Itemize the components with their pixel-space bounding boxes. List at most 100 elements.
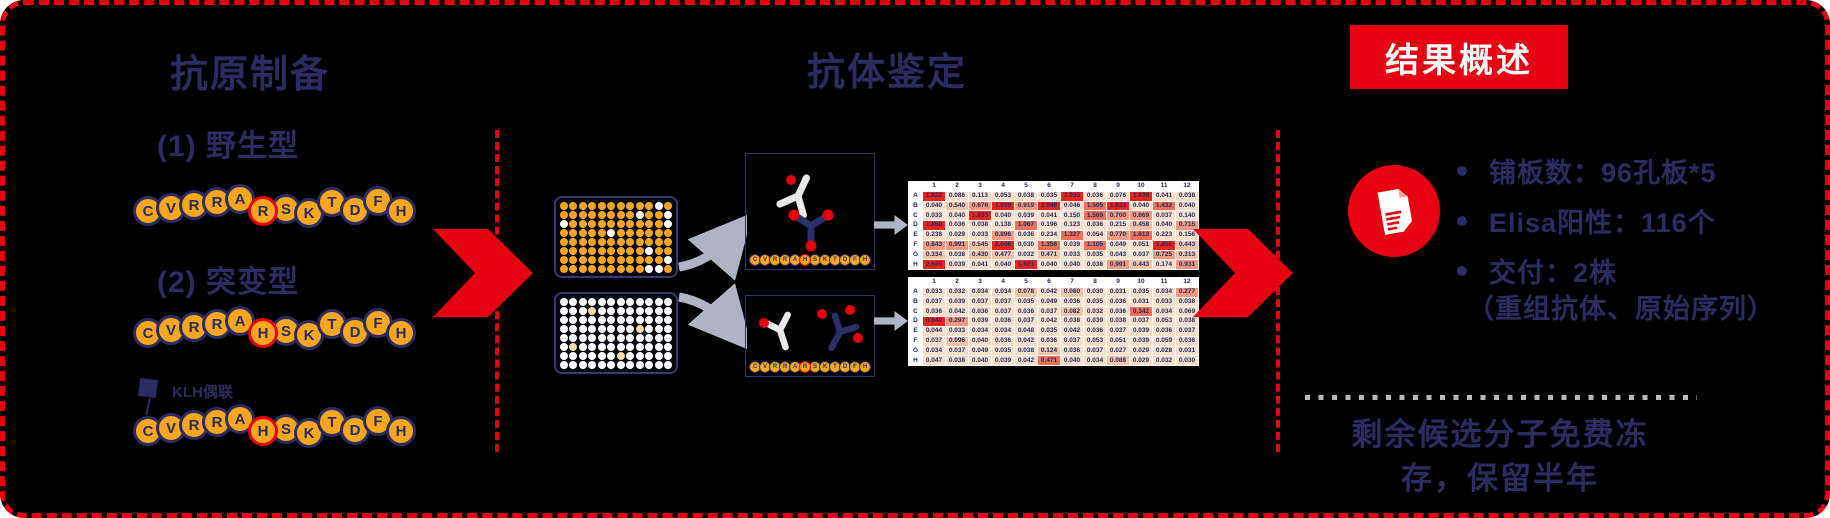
- plate-well: [588, 246, 597, 255]
- od-value-cell: 1.356: [1037, 239, 1061, 251]
- elisa-plate-negative: [554, 292, 678, 374]
- od-value-cell: 2.048: [1037, 200, 1061, 212]
- od-value-cell: 0.991: [1106, 259, 1130, 271]
- plate-well: [626, 201, 635, 210]
- od-value-cell: 0.040: [945, 210, 969, 222]
- od-value-cell: 0.036: [1083, 220, 1107, 231]
- plate-well: [654, 201, 663, 210]
- od-value-cell: 0.138: [991, 220, 1015, 231]
- od-value-cell: 0.040: [968, 335, 992, 347]
- plate-well: [635, 201, 644, 210]
- od-value-cell: 0.036: [1175, 335, 1199, 347]
- od-value-cell: 1.935: [1060, 190, 1084, 202]
- branch-arrows: [678, 212, 747, 352]
- od-value-cell: 0.471: [1037, 249, 1061, 261]
- od-value-cell: 0.843: [922, 239, 946, 251]
- plate-well: [664, 324, 673, 333]
- plate-well: [664, 219, 673, 228]
- plate-well: [635, 324, 644, 333]
- od-value-cell: 0.036: [1037, 335, 1061, 347]
- plate-well: [597, 297, 606, 306]
- residue-circle: H: [386, 416, 416, 446]
- od-value-cell: 0.040: [1175, 200, 1199, 212]
- plate-well: [626, 315, 635, 324]
- od-value-cell: 0.047: [922, 355, 946, 367]
- plate-well: [569, 360, 578, 369]
- od-value-cell: 0.430: [968, 249, 992, 261]
- od-value-cell: 0.078: [1014, 286, 1038, 298]
- plate-well: [654, 246, 663, 255]
- bullet-elisa-positive: Elisa阳性：116个: [1457, 201, 1825, 240]
- bullet-dot: [1457, 265, 1467, 276]
- antibody-id-title: 抗体鉴定: [806, 52, 967, 94]
- od-value-cell: 0.029: [1129, 355, 1153, 367]
- plate-well: [635, 228, 644, 237]
- document-icon: [1348, 165, 1440, 257]
- od-value-cell: 0.039: [1014, 210, 1038, 222]
- od-value-cell: 0.036: [1083, 190, 1107, 202]
- plate-well: [664, 351, 673, 360]
- od-value-cell: 0.088: [1106, 355, 1130, 367]
- plate-well: [626, 219, 635, 228]
- plate-well: [664, 264, 673, 273]
- plate-well: [616, 342, 625, 351]
- column-header: 9: [1106, 277, 1130, 288]
- od-value-cell: 0.080: [1060, 286, 1084, 298]
- plate-well: [664, 228, 673, 237]
- od-value-cell: 0.039: [1129, 335, 1153, 347]
- plate-well: [626, 264, 635, 273]
- od-value-cell: 0.040: [1129, 200, 1153, 212]
- plate-well: [635, 315, 644, 324]
- plate-well: [664, 201, 673, 210]
- column-header: 7: [1060, 277, 1084, 288]
- plate-well: [597, 228, 606, 237]
- plate-well: [559, 297, 568, 306]
- plate-well: [607, 306, 616, 315]
- plate-well: [569, 264, 578, 273]
- plate-well: [597, 255, 606, 264]
- od-value-cell: 0.032: [1014, 249, 1038, 261]
- od-value-cell: 0.037: [1060, 335, 1084, 347]
- plate-well: [559, 360, 568, 369]
- plate-well: [635, 219, 644, 228]
- plate-well: [635, 333, 644, 342]
- to-table-arrow-bottom: [874, 311, 908, 331]
- row-header: C: [908, 210, 923, 222]
- residue-circle: A: [225, 404, 255, 434]
- antibody-nonbinding-illustration: [759, 305, 863, 352]
- plate-well: [654, 210, 663, 219]
- bullet-dot: [1457, 215, 1467, 226]
- bullet-delivery: 交付：2株: [1457, 251, 1825, 290]
- row-header: D: [908, 220, 923, 231]
- od-value-cell: 0.035: [1037, 325, 1061, 337]
- row-header: F: [908, 335, 923, 347]
- od-value-cell: 0.053: [991, 190, 1015, 202]
- od-value-cell: 1.858: [1152, 239, 1176, 251]
- od-value-cell: 0.443: [1175, 239, 1199, 251]
- antibody-binding-illustration: [776, 174, 834, 252]
- residue-circle-highlighted: R: [799, 361, 811, 373]
- plate-well: [635, 246, 644, 255]
- od-value-cell: 0.037: [991, 306, 1015, 318]
- plate-well: [664, 237, 673, 246]
- od-value-cell: 0.039: [1060, 239, 1084, 251]
- od-value-cell: 0.040: [991, 210, 1015, 222]
- plate-well: [635, 297, 644, 306]
- od-value-cell: 0.035: [991, 345, 1015, 357]
- plate-well: [569, 201, 578, 210]
- plate-well: [626, 324, 635, 333]
- od-value-cell: 0.540: [945, 200, 969, 212]
- column-header: 6: [1037, 277, 1061, 288]
- od-value-cell: 0.036: [991, 316, 1015, 327]
- plate-well: [664, 297, 673, 306]
- od-value-cell: 0.031: [1175, 345, 1199, 357]
- od-value-cell: 0.037: [1083, 345, 1107, 357]
- od-value-cell: 0.082: [1060, 306, 1084, 318]
- plate-well: [607, 315, 616, 324]
- plate-well: [654, 324, 663, 333]
- od-value-cell: 0.035: [1083, 249, 1107, 261]
- od-value-cell: 0.037: [922, 335, 946, 347]
